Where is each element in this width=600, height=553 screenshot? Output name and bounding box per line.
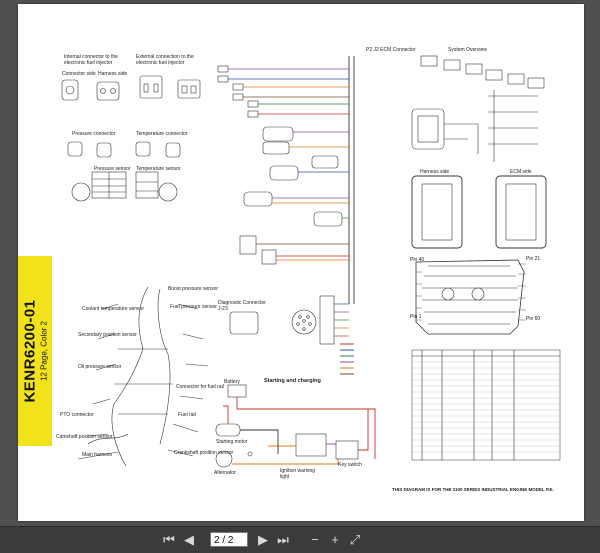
next-page-button[interactable]: ▶ <box>258 532 268 547</box>
key-switch-label: Key switch <box>338 462 362 468</box>
pin-21-label: Pin 21 <box>526 256 541 262</box>
pin-40-label: Pin 40 <box>410 257 425 263</box>
camshaft-sensor-label: Camshaft position sensor <box>56 434 113 440</box>
pin-60-label: Pin 60 <box>526 316 541 322</box>
ecm-side-label: ECM side <box>510 169 532 175</box>
injector-group <box>217 65 259 118</box>
fuel-pressure-label: Fuel pressure sensor <box>170 304 217 310</box>
starting-motor-label: Starting motor <box>216 439 248 445</box>
pin-1-label: Pin 1 <box>410 314 422 320</box>
pto-connector-label: PTO connector <box>60 412 94 418</box>
zoom-in-button[interactable]: + <box>331 532 339 547</box>
diagnostic-code-label: J-23 <box>218 306 228 312</box>
zoom-out-button[interactable]: − <box>311 532 319 547</box>
pressure-connector-label: Pressure connector <box>72 131 116 137</box>
ecm-harness-side-label: Harness side <box>420 169 450 175</box>
diagnostic-connector-label: Diagnostic Connector <box>218 300 266 306</box>
wiring-schematic <box>61 55 561 468</box>
secondary-position-label: Secondary position sensor <box>78 332 137 338</box>
connector-side-label: Connector side <box>62 71 96 77</box>
prev-page-button[interactable]: ◀ <box>184 532 194 547</box>
connector-fuel-label: Connector for fuel rail <box>176 384 224 390</box>
page-number-input[interactable]: 2 / 2 <box>210 532 248 547</box>
main-harness-label: Main harness <box>82 452 113 458</box>
temperature-connector-label: Temperature connector <box>136 131 188 137</box>
starting-charging-label: Starting and charging <box>264 378 321 384</box>
fit-page-button[interactable]: ⤢ <box>349 532 361 547</box>
injector-connector-icon <box>61 79 79 101</box>
ignition-light-label: Ignition warning light <box>280 468 316 480</box>
first-page-button[interactable]: ⏮ <box>163 532 175 547</box>
title-band <box>18 256 52 446</box>
ecm-connector-label: P2 J2 ECM Connector <box>366 47 416 53</box>
internal-connector-label: Internal connector to the electronic fue… <box>64 54 118 66</box>
last-page-button[interactable]: ⏭ <box>277 532 289 547</box>
coolant-temp-label: Coolant temperature sensor <box>82 306 144 312</box>
temperature-sensor-label: Temperature sensor <box>136 166 181 172</box>
document-viewer: KENR6200-01 12 Page, Color 2 <box>18 4 584 521</box>
fuel-rail-label: Fuel rail <box>178 412 196 418</box>
viewer-toolbar: ⏮ ◀ 2 / 2 ▶ ⏭ − + ⤢ <box>0 526 600 553</box>
battery-label: Battery <box>224 379 240 385</box>
system-overview-label: System Overview <box>448 47 487 53</box>
boost-pressure-label: Boost pressure sensor <box>168 286 219 292</box>
pdf-page: KENR6200-01 12 Page, Color 2 <box>18 4 584 521</box>
harness-side-label: Harness side <box>98 71 128 77</box>
external-connector-label: External connection to the electronic fu… <box>136 54 194 66</box>
oil-pressure-label: Oil pressure sensor <box>78 364 122 370</box>
model-footer-note: THIS DIAGRAM IS FOR THE 1100 SERIES INDU… <box>392 487 554 492</box>
pressure-sensor-label: Pressure sensor <box>94 166 131 172</box>
crankshaft-sensor-label: Crankshaft position sensor <box>174 450 234 456</box>
alternator-label: Alternator <box>214 470 236 476</box>
